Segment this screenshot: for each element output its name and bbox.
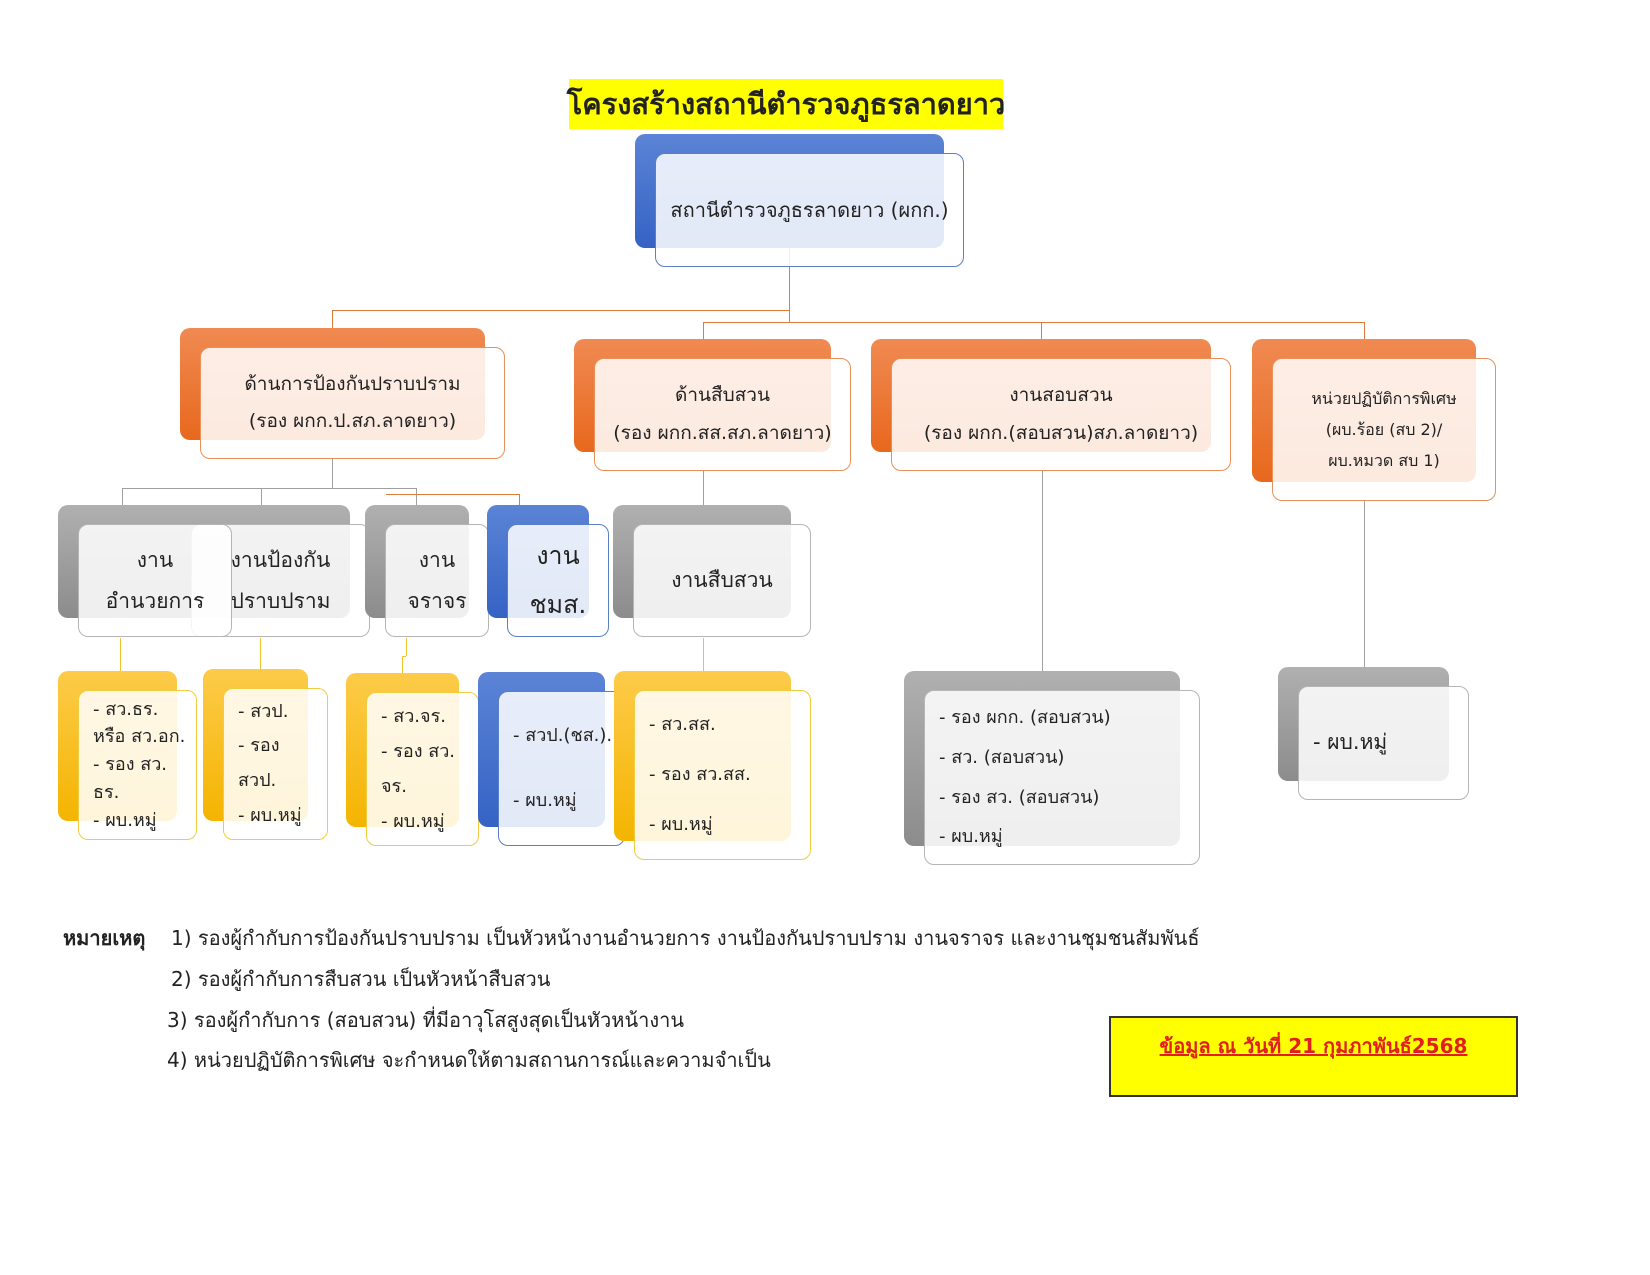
node-text-line: งานป้องกัน [230, 547, 331, 572]
connector-line [332, 310, 333, 328]
note-item: 1) รองผู้กำกับการป้องกันปราบปราม เป็นหัว… [171, 926, 1200, 950]
node-text-line: ด้านการป้องกันปราบปราม [244, 372, 461, 395]
community-node: งานชมส. [507, 524, 609, 637]
connector-line [122, 488, 123, 505]
connector-line [402, 656, 403, 673]
node-text-line: งานสืบสวน [671, 568, 773, 593]
node-text-line: จราจร [407, 588, 467, 613]
traffic-staff-node: - สว.จร. - รอง สว. จร. - ผบ.หมู่ [366, 692, 479, 846]
node-text-line: ชมส. [529, 589, 587, 619]
node-text-line: จร. [381, 776, 407, 797]
node-text-line: (รอง ผกก.ป.สภ.ลาดยาว) [248, 410, 457, 432]
connector-line [1364, 322, 1365, 339]
node-text-line: งาน [136, 547, 174, 572]
node-text-line: ด้านสืบสวน [675, 384, 770, 407]
investigation-staff-node: - สว.สส. - รอง สว.สส. - ผบ.หมู่ [634, 690, 811, 860]
node-text-line: (รอง ผกก.สส.สภ.ลาดยาว) [613, 421, 832, 444]
node-text-line: หรือ สว.อก. [93, 726, 186, 748]
connector-line [122, 488, 416, 489]
note-item: 2) รองผู้กำกับการสืบสวน เป็นหัวหน้าสืบสว… [171, 967, 551, 991]
node-text-line: - ผบ.หมู่ [238, 804, 302, 826]
node-text-line: - รอง ผกก. (สอบสวน) [939, 706, 1111, 728]
connector-line [260, 638, 261, 669]
page-title: โครงสร้างสถานีตำรวจภูธรลาดยาว [567, 79, 1005, 129]
connector-line [789, 248, 790, 322]
connector-line [703, 322, 1365, 323]
connector-line [402, 656, 406, 657]
node-text-line: - สว.สส. [649, 714, 716, 735]
connector-line [332, 459, 333, 488]
connector-line [519, 494, 520, 512]
node-text-line: งาน [536, 540, 580, 570]
note-item: 4) หน่วยปฏิบัติการพิเศษ จะกำหนดให้ตามสถา… [167, 1048, 771, 1072]
node-text-line: สถานีตำรวจภูธรลาดยาว (ผกก.) [670, 197, 949, 222]
connector-line [1364, 500, 1365, 667]
connector-line [703, 322, 704, 339]
node-text-line: (ผบ.ร้อย (สบ 2)/ [1325, 419, 1443, 439]
node-text-line: สวป. [238, 770, 277, 791]
connector-line [416, 488, 417, 505]
node-text-line: - ผบ.หมู่ [513, 789, 577, 811]
note-item: 3) รองผู้กำกับการ (สอบสวน) ที่มีอาวุโสสู… [167, 1008, 685, 1032]
node-text-line: - สวป.(ชส.). [513, 724, 613, 746]
special-node: หน่วยปฏิบัติการพิเศษ (ผบ.ร้อย (สบ 2)/ ผบ.ห… [1272, 358, 1496, 501]
node-text-line: หน่วยปฏิบัติการพิเศษ [1311, 388, 1457, 408]
community-staff-node: - สวป.(ชส.). - ผบ.หมู่ [498, 691, 625, 846]
inquiry-node: งานสอบสวน (รอง ผกก.(สอบสวน)สภ.ลาดยาว) [891, 358, 1231, 471]
connector-line [703, 638, 704, 671]
node-text-line: - ผบ.หมู่ [939, 826, 1003, 848]
node-text-line: อำนวยการ [105, 588, 205, 613]
data-date-label: ข้อมูล ณ วันที่ 21 กุมภาพันธ์2568 [1159, 1034, 1468, 1058]
node-text-line: - สวป. [238, 700, 289, 722]
connector-line [406, 638, 407, 656]
node-text-line: งาน [418, 547, 456, 572]
data-date-box: ข้อมูล ณ วันที่ 21 กุมภาพันธ์2568 [1109, 1016, 1518, 1097]
connector-line [120, 638, 121, 671]
top-node: สถานีตำรวจภูธรลาดยาว (ผกก.) [655, 153, 964, 267]
admin-staff-node: - สว.ธร. หรือ สว.อก. - รอง สว. ธร. - ผบ.หมู่ [78, 690, 197, 840]
admin-node: งานอำนวยการ [78, 524, 232, 637]
traffic-node: งานจราจร [385, 524, 489, 637]
node-text-line: ธร. [93, 781, 120, 803]
connector-line [1042, 471, 1043, 671]
connector-line [703, 471, 704, 505]
notes-label: หมายเหตุ [63, 926, 146, 950]
node-text-line: - สว. (สอบสวน) [939, 746, 1065, 768]
connector-line [261, 488, 262, 505]
prevention-node: ด้านการป้องกันปราบปราม (รอง ผกก.ป.สภ.ลาดย… [200, 347, 505, 459]
prevention-staff-node: - สวป. - รองสวป. - ผบ.หมู่ [223, 688, 328, 840]
node-text-line: ปราบปราม [230, 588, 331, 613]
special-staff-node: - ผบ.หมู่ [1298, 686, 1469, 800]
connector-line [386, 494, 519, 495]
node-text-line: - รอง สว. [381, 741, 456, 762]
node-text-line: (รอง ผกก.(สอบสวน)สภ.ลาดยาว) [923, 421, 1199, 444]
connector-line [1041, 322, 1042, 339]
connector-line [332, 310, 790, 311]
node-text-line: - ผบ.หมู่ [93, 809, 157, 831]
node-text-line: ผบ.หมวด สบ 1) [1328, 451, 1440, 471]
node-text-line: - ผบ.หมู่ [381, 811, 445, 832]
node-text-line: - รอง สว. (สอบสวน) [939, 786, 1100, 808]
node-text-line: - สว.ธร. [93, 698, 159, 720]
node-text-line: - รอง [238, 735, 280, 757]
investigation-work-node: งานสืบสวน [633, 524, 811, 637]
node-text-line: - ผบ.หมู่ [649, 814, 713, 835]
investigation-node: ด้านสืบสวน (รอง ผกก.สส.สภ.ลาดยาว) [594, 358, 851, 471]
node-text-line: - รอง สว.สส. [649, 764, 751, 785]
node-text-line: - รอง สว. [93, 754, 168, 776]
node-text-line: - สว.จร. [381, 706, 446, 727]
node-text-line: - ผบ.หมู่ [1313, 730, 1388, 755]
node-text-line: งานสอบสวน [1009, 384, 1113, 407]
inquiry-staff-node: - รอง ผกก. (สอบสวน) - สว. (สอบสวน) - รอง ส… [924, 690, 1200, 865]
